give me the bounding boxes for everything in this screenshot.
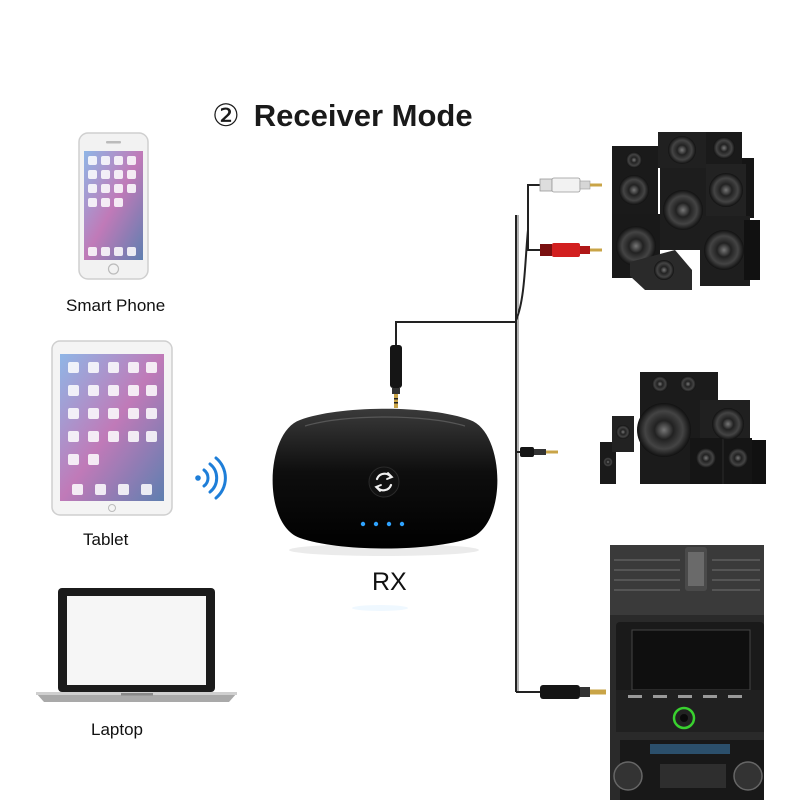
speaker-stack-image: [612, 132, 760, 290]
device-reflection: [352, 605, 408, 611]
title-text: Receiver Mode: [253, 98, 473, 133]
rca-plug-white: [539, 177, 602, 193]
aux-plug-car: [540, 685, 606, 699]
title-number: ②: [212, 98, 240, 133]
aux-plug-rx: [390, 345, 402, 408]
rca-plug-red: [540, 243, 602, 257]
page-title: ② Receiver Mode: [212, 98, 473, 134]
speaker-system-image: [600, 372, 766, 484]
tablet-image: [51, 340, 173, 516]
aux-plug-speaker: [520, 447, 558, 457]
rx-label: RX: [372, 568, 407, 596]
tablet-label: Tablet: [83, 530, 129, 549]
sync-icon: [374, 472, 394, 492]
laptop-label: Laptop: [91, 720, 143, 739]
car-stereo-image: [610, 545, 764, 800]
smart-phone-label: Smart Phone: [66, 296, 166, 315]
smart-phone-image: [78, 132, 149, 280]
wireless-signal-icon: [195, 456, 227, 500]
rx-receiver-device: [272, 408, 498, 556]
audio-cable: [395, 184, 540, 693]
laptop-image: [36, 588, 237, 702]
status-leds: [360, 521, 405, 527]
